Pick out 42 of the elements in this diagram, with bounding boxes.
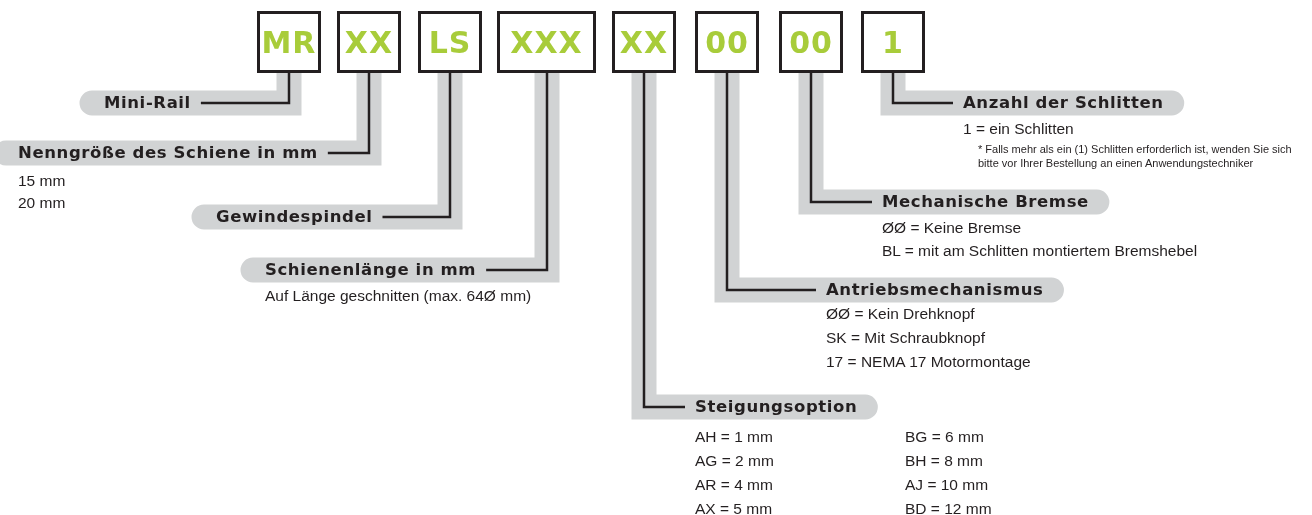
leader-line	[642, 73, 685, 409]
option-value: BL = mit am Schlitten montiertem Bremshebel	[882, 241, 1198, 261]
code-box: 00	[695, 11, 759, 73]
option-value: SK = Mit Schraubknopf	[826, 328, 985, 348]
option-value: BG = 6 mm	[905, 427, 984, 447]
option-value: 15 mm	[18, 171, 66, 191]
code-box: LS	[418, 11, 482, 73]
option-value: 20 mm	[18, 193, 66, 213]
option-heading: Nenngröße des Schiene in mm	[18, 141, 318, 165]
leader-line	[327, 73, 371, 155]
option-heading: Antriebsmechanismus	[826, 278, 1044, 302]
option-value: 17 = NEMA 17 Motormontage	[826, 352, 1031, 372]
option-value: AR = 4 mm	[695, 475, 773, 495]
option-value: ØØ = Kein Drehknopf	[826, 304, 975, 324]
option-heading: Anzahl der Schlitten	[963, 91, 1164, 115]
option-value: Auf Länge geschnitten (max. 64Ø mm)	[265, 286, 532, 306]
code-box: XX	[337, 11, 401, 73]
option-value: AH = 1 mm	[695, 427, 773, 447]
code-box: 00	[779, 11, 843, 73]
option-value: 1 = ein Schlitten	[963, 119, 1074, 139]
leader-line	[725, 73, 816, 292]
code-box: MR	[257, 11, 321, 73]
option-heading: Gewindespindel	[216, 205, 373, 229]
code-box: 1	[861, 11, 925, 73]
option-heading: Mechanische Bremse	[882, 190, 1089, 214]
option-value: AX = 5 mm	[695, 499, 773, 515]
leader-line	[486, 73, 549, 272]
option-heading: Schienenlänge in mm	[265, 258, 477, 282]
option-value: BD = 12 mm	[905, 499, 992, 515]
footnote: * Falls mehr als ein (1) Schlitten erforderlich ist, wenden Sie sich bitte vor Ihrer Bestellung an einen Anwendungstechniker	[978, 142, 1293, 170]
option-value: BH = 8 mm	[905, 451, 983, 471]
leader-line	[382, 73, 452, 219]
code-box: XXX	[497, 11, 596, 73]
leader-line	[200, 73, 291, 105]
leader-line	[891, 73, 953, 105]
option-heading: Steigungsoption	[695, 395, 858, 419]
option-value: ØØ = Keine Bremse	[882, 218, 1022, 238]
option-heading: Mini-Rail	[104, 91, 191, 115]
option-value: AJ = 10 mm	[905, 475, 989, 495]
option-value: AG = 2 mm	[695, 451, 774, 471]
leader-line	[809, 73, 872, 204]
code-box: XX	[612, 11, 676, 73]
